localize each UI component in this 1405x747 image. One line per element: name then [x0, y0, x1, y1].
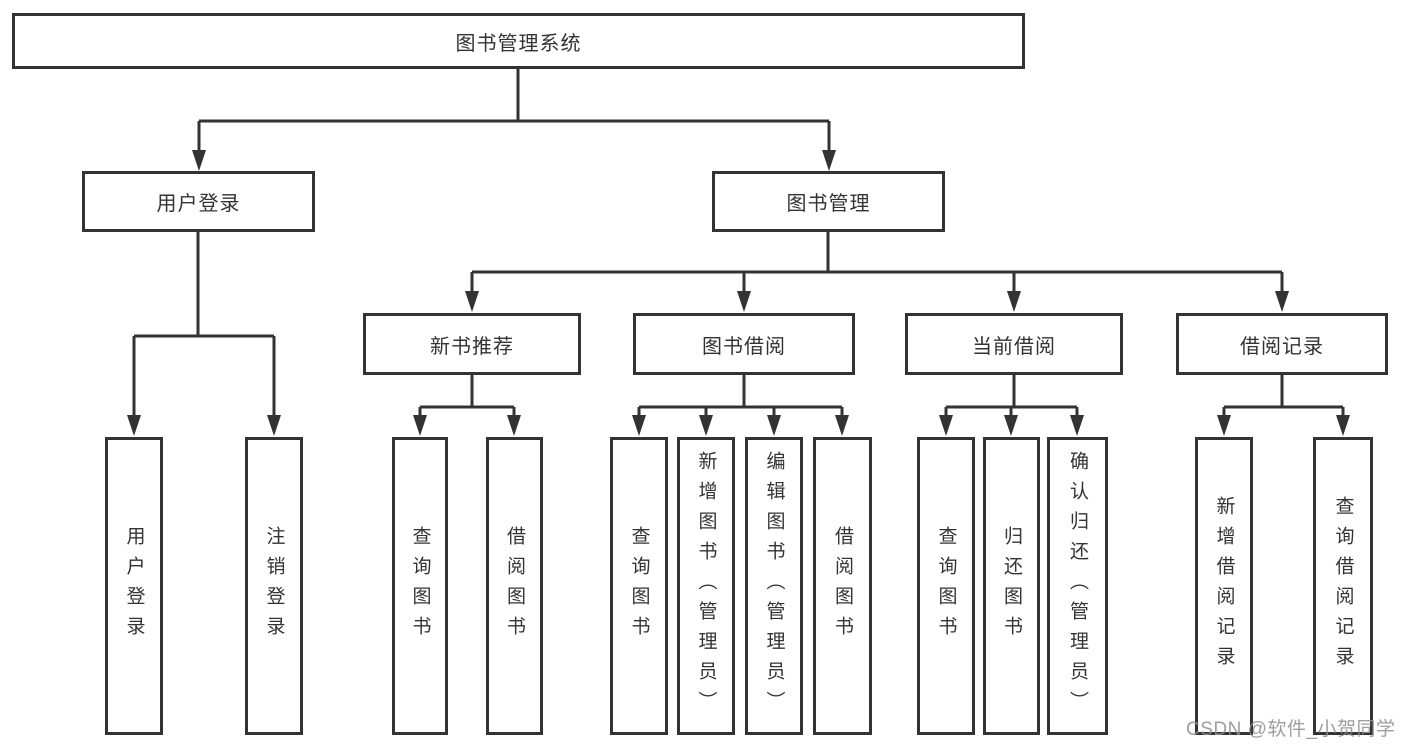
node-label: 查询图书 [409, 526, 431, 646]
leaf-edit-books-admin: 编辑图书（管理员） [745, 437, 803, 735]
node-label: 归还图书 [1001, 526, 1022, 646]
node-label: 查询图书 [935, 526, 957, 646]
node-label: 图书管理系统 [455, 32, 582, 55]
node-borrowing-records: 借阅记录 [1176, 313, 1388, 375]
node-label: 查询借阅记录 [1332, 496, 1354, 676]
node-label: 新增借阅记录 [1213, 496, 1235, 676]
leaf-confirm-return-admin: 确认归还（管理员） [1047, 437, 1108, 735]
leaf-query-books-borrow: 查询图书 [610, 437, 668, 735]
node-label: 新增图书（管理员） [695, 451, 717, 721]
node-book-management: 图书管理 [712, 171, 945, 232]
node-label: 用户登录 [156, 193, 241, 215]
node-book-borrowing: 图书借阅 [633, 313, 855, 375]
node-label: 借阅图书 [832, 526, 853, 646]
node-user-login: 用户登录 [82, 171, 315, 232]
leaf-add-borrow-record: 新增借阅记录 [1195, 437, 1253, 735]
node-label: 用户登录 [123, 526, 145, 646]
node-label: 编辑图书（管理员） [763, 451, 785, 721]
node-label: 图书借阅 [702, 335, 786, 358]
leaf-add-books-admin: 新增图书（管理员） [677, 437, 735, 735]
node-label: 借阅图书 [504, 526, 525, 646]
csdn-watermark: CSDN @软件_小贺同学 [1186, 719, 1396, 740]
node-label: 确认归还（管理员） [1067, 451, 1088, 721]
leaf-borrow-books-recommend: 借阅图书 [486, 437, 543, 735]
leaf-query-borrow-record: 查询借阅记录 [1313, 437, 1373, 735]
node-label: 借阅记录 [1240, 335, 1324, 358]
node-label: 注销登录 [263, 526, 285, 646]
node-label: 查询图书 [628, 526, 650, 646]
leaf-return-books: 归还图书 [983, 437, 1040, 735]
node-label: 新书推荐 [430, 335, 514, 358]
leaf-user-login: 用户登录 [105, 437, 163, 735]
node-new-book-recommend: 新书推荐 [363, 313, 581, 375]
leaf-query-books-recommend: 查询图书 [392, 437, 448, 735]
node-label: 当前借阅 [972, 335, 1056, 358]
node-library-management-system: 图书管理系统 [12, 13, 1025, 69]
connector-segments [132, 69, 1345, 421]
leaf-borrow-books: 借阅图书 [813, 437, 872, 735]
arrowheads [127, 150, 1350, 436]
node-current-borrowing: 当前借阅 [905, 313, 1123, 375]
node-label: 图书管理 [786, 193, 871, 215]
leaf-query-books-current: 查询图书 [917, 437, 975, 735]
leaf-logout: 注销登录 [245, 437, 303, 735]
